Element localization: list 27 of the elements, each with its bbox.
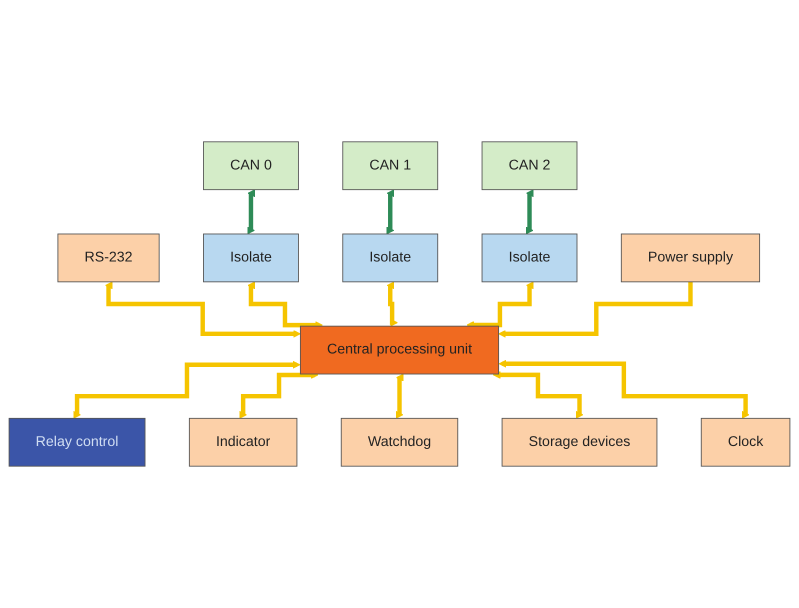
node-box: Isolate xyxy=(203,234,299,282)
node-box: CAN 0 xyxy=(203,141,299,190)
node-box: CAN 1 xyxy=(342,141,438,190)
arrow xyxy=(526,190,534,234)
node-box: Storage devices xyxy=(502,418,658,467)
arrow xyxy=(247,282,323,329)
arrow xyxy=(492,371,584,419)
node-box: CAN 2 xyxy=(482,141,578,190)
arrow xyxy=(498,280,693,338)
node-box: RS-232 xyxy=(57,234,160,282)
arrow xyxy=(498,360,750,419)
node-box: Indicator xyxy=(188,418,298,467)
arrow xyxy=(396,374,404,419)
arrow xyxy=(73,360,300,419)
arrow xyxy=(239,371,318,419)
arrow xyxy=(386,190,394,234)
node-box: Watchdog xyxy=(340,418,458,467)
arrow xyxy=(247,190,255,234)
node-box: Power supply xyxy=(620,234,760,282)
node-box: Clock xyxy=(700,418,790,467)
node-box: Isolate xyxy=(342,234,438,282)
node-box: Central processing unit xyxy=(300,326,500,374)
node-box: Relay control xyxy=(8,418,146,467)
arrow xyxy=(104,282,301,338)
arrow xyxy=(386,282,398,327)
arrow xyxy=(466,282,534,329)
node-box: Isolate xyxy=(482,234,578,282)
